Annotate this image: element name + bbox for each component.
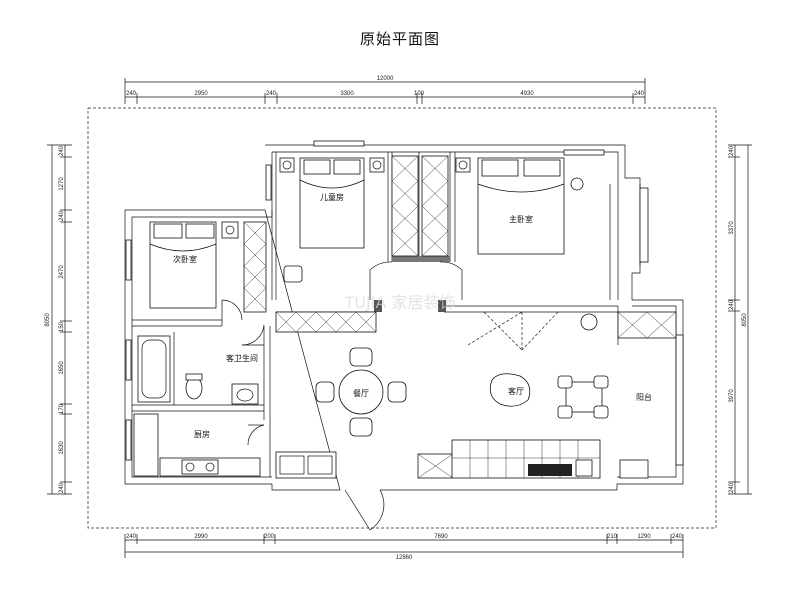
- dim-left-seg-7: 170: [59, 403, 65, 414]
- dim-bottom-seg-6: 1290: [637, 534, 651, 540]
- living-furniture: [451, 311, 649, 479]
- dim-left-seg-6: 1650: [59, 361, 65, 375]
- dim-right-total: 8050: [742, 313, 748, 327]
- dim-top-seg-1: 240: [126, 91, 137, 97]
- bed-second: [149, 221, 217, 309]
- watermark: TUJIA 家居装饰: [344, 293, 456, 312]
- dim-bottom-seg-4: 7690: [434, 534, 448, 540]
- dim-top-seg-3: 240: [266, 91, 277, 97]
- label-guest-bathroom: 客卫生间: [226, 353, 258, 363]
- dim-right-seg-3: 240: [729, 299, 735, 310]
- dim-top-total: 12000: [377, 76, 394, 82]
- top-dimension-chain: 12000 240 2950 240 3300 100 4930 240: [124, 76, 646, 104]
- kitchen-fixtures: [133, 413, 337, 479]
- dim-bottom-seg-1: 240: [126, 534, 137, 540]
- dim-top-seg-7: 240: [634, 91, 645, 97]
- dining-set: [315, 347, 407, 437]
- dim-top-seg-4: 3300: [340, 91, 354, 97]
- bottom-dimension-chain: 240 2990 200 7690 210 1290 240 12860: [124, 534, 684, 561]
- dim-bottom-seg-2: 2990: [194, 534, 208, 540]
- dim-top-seg-5: 100: [414, 91, 425, 97]
- dim-right-seg-4: 3970: [729, 389, 735, 403]
- nightstand-lamps: [221, 157, 598, 331]
- dim-right-seg-2: 3370: [729, 221, 735, 235]
- label-kitchen: 厨房: [194, 429, 210, 439]
- site-boundary: [87, 107, 717, 529]
- left-dimension-chain: 8050 240 1270 240 2470 150 1650 170 1630…: [45, 144, 72, 495]
- dim-top-seg-6: 4930: [520, 91, 534, 97]
- dim-right-seg-5: 240: [729, 482, 735, 493]
- label-balcony: 阳台: [636, 392, 652, 402]
- bed-children-room: [299, 157, 365, 249]
- doors: [221, 261, 463, 531]
- label-dining: 餐厅: [353, 389, 369, 398]
- label-children-room: 儿童房: [320, 192, 344, 202]
- desk-chair: [283, 265, 303, 283]
- bed-master: [477, 157, 565, 255]
- label-living: 客厅: [508, 386, 524, 396]
- dim-top-seg-2: 2950: [194, 91, 208, 97]
- dim-left-seg-8: 1630: [59, 441, 65, 455]
- dim-left-seg-9: 240: [59, 482, 65, 493]
- dim-right-seg-1: 240: [729, 145, 735, 156]
- bathroom-fixtures: [137, 335, 259, 405]
- dim-bottom-total: 12860: [396, 555, 413, 561]
- dim-left-seg-2: 1270: [59, 177, 65, 191]
- drawing-title: 原始平面图: [359, 30, 440, 48]
- label-second-bedroom: 次卧室: [173, 254, 197, 264]
- right-dimension-chain: 240 3370 240 3970 240 8050: [728, 144, 752, 495]
- windows: [125, 140, 684, 466]
- dim-left-seg-3: 240: [59, 210, 65, 221]
- dim-left-seg-5: 150: [59, 321, 65, 332]
- dim-bottom-seg-5: 210: [607, 534, 618, 540]
- dim-bottom-seg-3: 200: [264, 534, 275, 540]
- dim-bottom-seg-7: 240: [672, 534, 683, 540]
- wardrobes: [243, 155, 677, 479]
- dim-left-total: 8050: [45, 313, 51, 327]
- dim-left-seg-1: 240: [59, 145, 65, 156]
- dim-left-seg-4: 2470: [59, 265, 65, 279]
- label-master-bedroom: 主卧室: [509, 214, 533, 224]
